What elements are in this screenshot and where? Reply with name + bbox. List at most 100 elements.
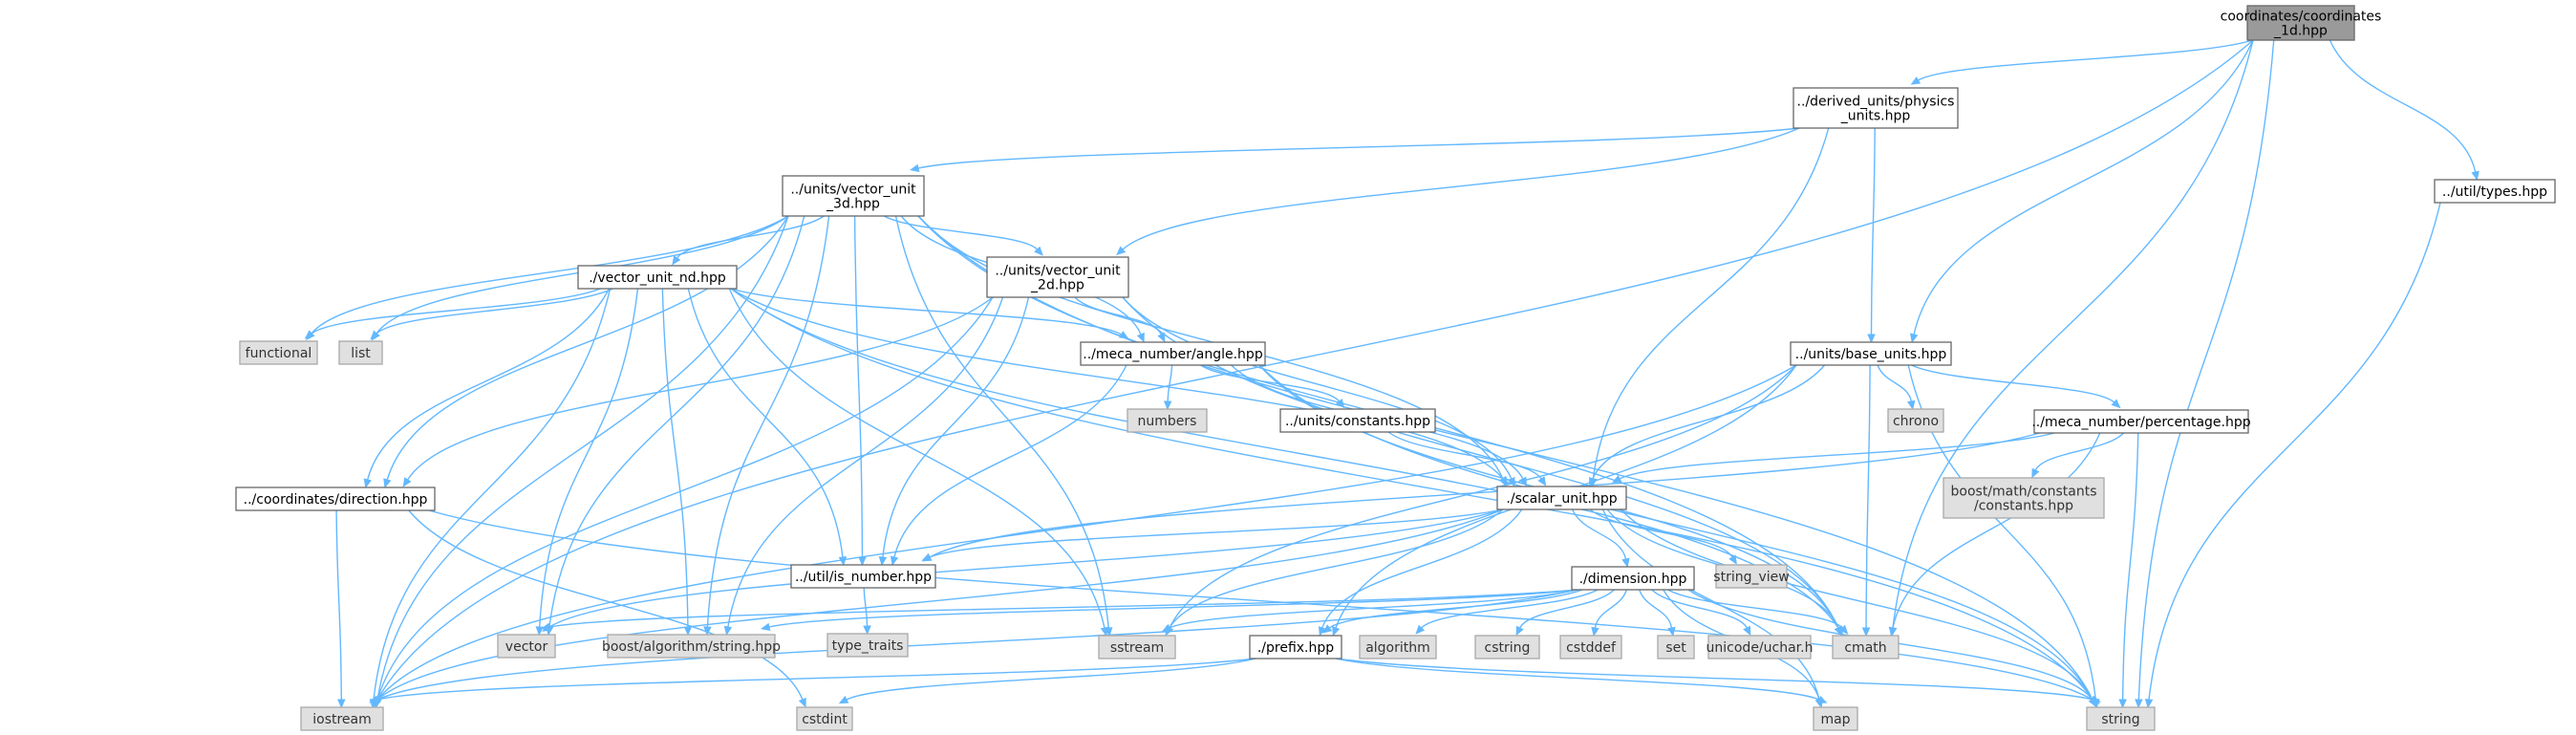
node-functional[interactable]: functional (239, 340, 318, 365)
node-chrono-box (1887, 408, 1944, 433)
node-direction[interactable]: ../coordinates/direction.hpp (235, 486, 436, 511)
node-boost-constants-label: /constants.hpp (1974, 498, 2073, 513)
node-is-number[interactable]: ../util/is_number.hpp (790, 564, 936, 589)
node-constants[interactable]: ../units/constants.hpp (1279, 408, 1436, 433)
edge-line (846, 658, 1256, 701)
node-algorithm[interactable]: algorithm (1359, 635, 1437, 659)
edge-line (1592, 364, 1826, 480)
node-physics-units[interactable]: ../derived_units/physics_units.hpp (1792, 87, 1959, 129)
edge-arrowhead (1157, 332, 1166, 343)
node-iostream[interactable]: iostream (300, 706, 384, 731)
edge-dimension-to-cstring (1515, 589, 1615, 637)
edge-line (661, 288, 689, 628)
node-angle-box (1080, 341, 1266, 366)
node-boost-algorithm-string[interactable]: boost/algorithm/string.hpp (602, 634, 781, 659)
node-vector-unit-2d[interactable]: ../units/vector_unit_2d.hpp (986, 256, 1129, 298)
node-angle[interactable]: ../meca_number/angle.hpp (1080, 341, 1266, 366)
edge-arrowhead (1136, 332, 1145, 343)
edge-line (893, 364, 1127, 558)
node-dimension-box (1571, 566, 1695, 591)
edge-physics-to-scalar (1589, 127, 1830, 488)
edge-line (917, 215, 2093, 701)
node-map-box (1813, 706, 1858, 731)
node-prefix[interactable]: ./prefix.hpp (1249, 635, 1342, 659)
edge-line (1687, 589, 2093, 701)
edge-line (367, 288, 611, 481)
edge-arrowhead (1034, 246, 1043, 256)
edge-arrowhead (2031, 467, 2040, 479)
node-vector-unit-3d-label: _3d.hpp (826, 196, 880, 211)
edge-arrowhead (760, 622, 771, 632)
edge-arrowhead (1318, 626, 1327, 637)
node-unicode-uchar-box (1707, 635, 1812, 659)
edge-line (1620, 508, 2093, 701)
edge-line (1911, 364, 2115, 403)
node-set-label: set (1665, 640, 1686, 656)
node-percentage[interactable]: ../meca_number/percentage.hpp (2031, 409, 2251, 434)
edge-line (917, 127, 1800, 169)
edge-line (730, 288, 1122, 335)
edge-line (1321, 508, 1523, 629)
node-coordinates-1d[interactable]: coordinates/coordinates_1d.hpp (2221, 5, 2382, 41)
node-set[interactable]: set (1657, 635, 1695, 659)
edge-v3d-to-v2d (883, 215, 1043, 256)
edge-line (2121, 432, 2139, 701)
node-physics-units-label: ../derived_units/physics (1797, 94, 1955, 109)
edge-arrowhead (1321, 624, 1333, 634)
edge-root-to-cmath (1888, 39, 2254, 638)
node-sstream[interactable]: sstream (1098, 635, 1176, 659)
edge-arrowhead (1100, 626, 1109, 638)
node-chrono[interactable]: chrono (1887, 408, 1944, 433)
node-cstddef[interactable]: cstddef (1559, 635, 1622, 659)
edge-arrowhead (1838, 624, 1849, 635)
edge-angle-to-constants (1200, 364, 1345, 409)
edge-dimension-to-algorithm (1415, 589, 1599, 635)
node-type-traits-label: type_traits (832, 638, 904, 654)
node-boost-constants[interactable]: boost/math/constants/constants.hpp (1943, 477, 2105, 519)
node-list[interactable]: list (338, 340, 383, 365)
edge-v3d-to-vnd (672, 215, 825, 266)
node-util-types[interactable]: ../util/types.hpp (2434, 179, 2556, 204)
node-cmath[interactable]: cmath (1832, 635, 1900, 659)
node-cstdint-label: cstdint (802, 712, 848, 727)
node-vector-unit-nd-box (577, 265, 738, 290)
edge-v3d-to-isnumber (853, 215, 867, 567)
edge-arrowhead (1816, 695, 1828, 703)
edge-dimension-to-vector (540, 589, 1578, 632)
node-unicode-uchar[interactable]: unicode/uchar.h (1707, 635, 1814, 659)
edge-arrowhead (838, 695, 849, 704)
edge-dimension-to-boostalgo (760, 589, 1578, 632)
edge-prefix-to-iostream (368, 658, 1256, 704)
node-functional-label: functional (246, 346, 312, 361)
edge-arrowhead (1118, 331, 1129, 339)
node-util-types-box (2434, 179, 2556, 204)
node-vector[interactable]: vector (497, 634, 556, 659)
edge-root-to-base (1909, 39, 2254, 344)
node-dimension[interactable]: ./dimension.hpp (1571, 566, 1695, 591)
edge-line (1335, 658, 1820, 701)
node-iostream-box (300, 706, 384, 731)
edge-vnd-to-sstream (728, 288, 1109, 638)
node-vector-unit-3d[interactable]: ../units/vector_unit_3d.hpp (782, 175, 925, 217)
edge-line (1892, 432, 2101, 629)
edge-prefix-to-string (1335, 658, 2101, 703)
node-vector-unit-nd[interactable]: ./vector_unit_nd.hpp (577, 265, 738, 290)
node-cstring[interactable]: cstring (1474, 635, 1540, 659)
node-numbers[interactable]: numbers (1127, 408, 1208, 433)
node-scalar-unit[interactable]: ./scalar_unit.hpp (1496, 486, 1627, 510)
edge-v2d-to-angle (1074, 296, 1166, 343)
node-string[interactable]: string (2086, 706, 2156, 731)
node-map[interactable]: map (1813, 706, 1858, 731)
node-cstdint[interactable]: cstdint (796, 706, 853, 731)
node-base-units[interactable]: ../units/base_units.hpp (1790, 341, 1952, 366)
node-string-box (2086, 706, 2156, 731)
edge-line (1619, 432, 2055, 480)
edge-line (1122, 127, 1800, 250)
node-prefix-box (1249, 635, 1342, 659)
edge-line (853, 215, 864, 558)
edge-arrowhead (1888, 626, 1898, 638)
edge-percentage-to-cmath (1888, 432, 2101, 638)
node-string-view[interactable]: string_view (1713, 564, 1790, 589)
edge-line (727, 296, 1004, 628)
node-type-traits[interactable]: type_traits (826, 633, 909, 658)
